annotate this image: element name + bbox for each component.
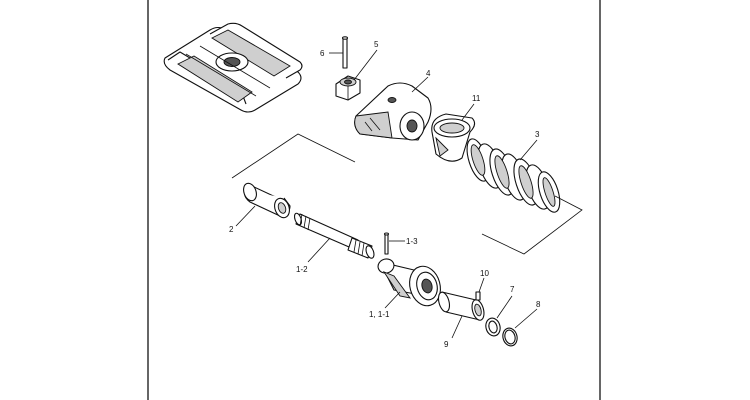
callout-1-3: 1-3 <box>406 237 418 246</box>
leader-9 <box>451 315 463 339</box>
assembly-bracket-right <box>481 195 583 255</box>
o-ring-part-7 <box>485 317 501 337</box>
coil-spring-part-3 <box>466 138 561 213</box>
leader-7 <box>496 295 513 319</box>
pin-part-6 <box>341 36 349 69</box>
callout-2: 2 <box>229 225 234 234</box>
nut-part-5 <box>335 75 361 101</box>
callout-3: 3 <box>535 130 540 139</box>
leader-3 <box>519 139 538 161</box>
leader-1-2 <box>307 237 331 263</box>
leader-4 <box>411 76 429 93</box>
fitting-part-10 <box>475 291 481 301</box>
idler-hub-part-1 <box>377 258 441 307</box>
callout-8: 8 <box>536 300 541 309</box>
callout-7: 7 <box>510 285 515 294</box>
callout-4: 4 <box>426 69 431 78</box>
leader-2 <box>235 205 256 227</box>
leader-5 <box>353 49 378 81</box>
leader-8 <box>514 308 538 329</box>
callout-10: 10 <box>480 269 489 278</box>
shaft-part-1-2 <box>293 212 375 259</box>
small-pin-part-1-3 <box>383 232 390 255</box>
callout-5: 5 <box>374 40 379 49</box>
idler-yoke-part <box>163 22 303 113</box>
callout-11: 11 <box>472 94 481 103</box>
callout-1-2: 1-2 <box>296 265 308 274</box>
callout-9: 9 <box>444 340 449 349</box>
retaining-ring-part-8 <box>502 327 518 347</box>
spring-seat-part-11 <box>431 113 476 162</box>
callout-6: 6 <box>320 49 325 58</box>
bushing-part-2 <box>243 182 291 219</box>
assembly-bracket-left <box>231 133 356 179</box>
sleeve-part-9 <box>437 291 485 321</box>
leader-1-1-1 <box>384 291 401 309</box>
bracket-part-4 <box>354 82 432 141</box>
leader-10 <box>478 277 485 293</box>
callout-1-1-1: 1, 1-1 <box>369 310 390 319</box>
leader-11 <box>461 103 475 121</box>
